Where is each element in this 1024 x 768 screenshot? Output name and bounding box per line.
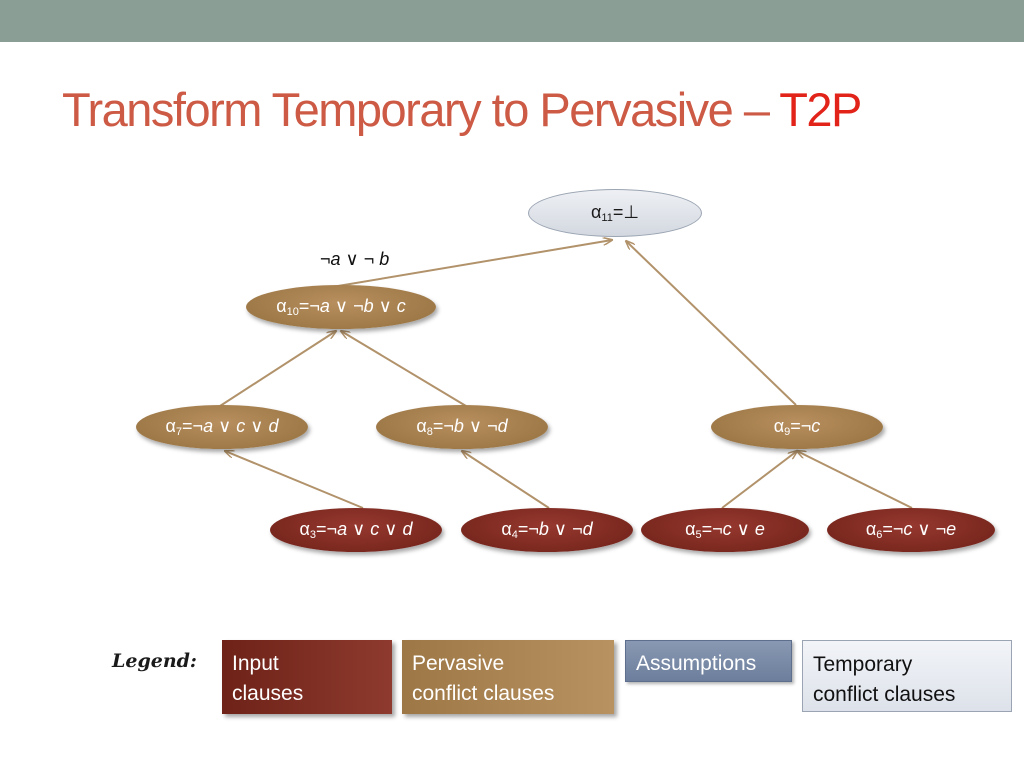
node-label-a7: α7=¬a ∨ c ∨ d bbox=[165, 416, 279, 438]
legend-temporary-line1: Temporary bbox=[813, 653, 913, 676]
legend-pervasive-line1: Pervasive bbox=[412, 652, 505, 675]
node-label-a3: α3=¬a ∨ c ∨ d bbox=[299, 519, 413, 541]
node-a3: α3=¬a ∨ c ∨ d bbox=[270, 508, 442, 552]
node-a10: α10=¬a ∨ ¬b ∨ c bbox=[246, 285, 436, 329]
title-main: Transform Temporary to Pervasive – bbox=[62, 83, 780, 136]
legend-label: Legend: bbox=[112, 650, 197, 672]
node-label-a4: α4=¬b ∨ ¬d bbox=[501, 519, 593, 541]
edge-a4-to-a8 bbox=[462, 451, 550, 509]
node-a5: α5=¬c ∨ e bbox=[641, 508, 809, 552]
edge-a9-to-a11 bbox=[626, 241, 797, 406]
title-accent: T2P bbox=[779, 83, 862, 136]
node-label-a10: α10=¬a ∨ ¬b ∨ c bbox=[276, 296, 406, 318]
edge-a3-to-a7 bbox=[225, 451, 364, 509]
node-a7: α7=¬a ∨ c ∨ d bbox=[136, 405, 308, 449]
legend-pervasive-line2: conflict clauses bbox=[412, 682, 555, 705]
slide-title: Transform Temporary to Pervasive – T2P bbox=[62, 82, 862, 137]
node-label-a11: α11=⊥ bbox=[590, 202, 640, 224]
node-label-a8: α8=¬b ∨ ¬d bbox=[416, 416, 508, 438]
node-a4: α4=¬b ∨ ¬d bbox=[461, 508, 633, 552]
legend-pervasive-clauses: Pervasive conflict clauses bbox=[402, 640, 614, 714]
edge-label-a10-to-a11: ¬a ∨ ¬ b bbox=[320, 249, 390, 269]
edge-a8-to-a10 bbox=[341, 331, 467, 407]
legend-input-line2: clauses bbox=[232, 682, 304, 705]
top-banner bbox=[0, 0, 1024, 42]
node-a9: α9=¬c bbox=[711, 405, 883, 449]
legend-temporary-line2: conflict clauses bbox=[813, 683, 956, 706]
edge-a6-to-a9 bbox=[797, 451, 913, 509]
legend-input-line1: Input bbox=[232, 652, 279, 675]
legend-assumptions: Assumptions bbox=[625, 640, 792, 682]
node-a6: α6=¬c ∨ ¬e bbox=[827, 508, 995, 552]
legend-input-clauses: Input clauses bbox=[222, 640, 392, 714]
node-a11: α11=⊥ bbox=[528, 189, 702, 237]
legend-assumptions-text: Assumptions bbox=[636, 652, 757, 675]
legend-temporary-clauses: Temporary conflict clauses bbox=[802, 640, 1012, 712]
edge-a10-to-a11 bbox=[331, 240, 612, 288]
node-a8: α8=¬b ∨ ¬d bbox=[376, 405, 548, 449]
edge-a7-to-a10 bbox=[219, 331, 336, 407]
node-label-a9: α9=¬c bbox=[773, 416, 821, 438]
node-label-a5: α5=¬c ∨ e bbox=[685, 519, 765, 541]
node-label-a6: α6=¬c ∨ ¬e bbox=[865, 519, 957, 541]
edge-a5-to-a9 bbox=[721, 451, 797, 509]
